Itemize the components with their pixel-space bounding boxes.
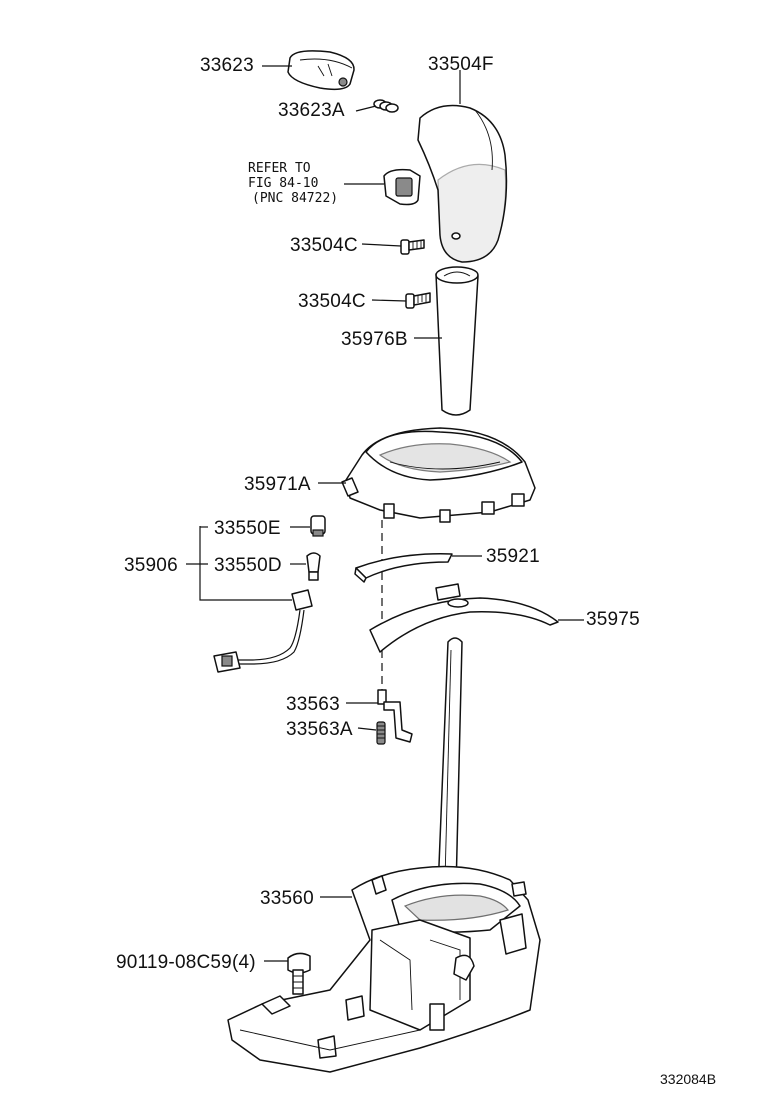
harness-group-bracket bbox=[199, 526, 292, 601]
overdrive-switch bbox=[383, 168, 421, 206]
label-33623: 33623 bbox=[200, 55, 254, 76]
label-33550d: 33550D bbox=[214, 555, 282, 576]
screw-33504c-lower bbox=[405, 292, 431, 309]
bulb-33550d bbox=[306, 552, 321, 581]
figure-number: 332084B bbox=[660, 1071, 716, 1087]
label-35906: 35906 bbox=[124, 555, 178, 576]
bolt-90119 bbox=[287, 952, 311, 995]
refer-note-line1: REFER TO bbox=[248, 161, 311, 176]
label-35921: 35921 bbox=[486, 546, 540, 567]
shift-button-33623 bbox=[287, 50, 355, 91]
label-33504c-lower: 33504C bbox=[298, 291, 366, 312]
label-35971a: 35971A bbox=[244, 474, 311, 495]
refer-note-line2: FIG 84-10 bbox=[248, 176, 318, 191]
wire-harness-35906 bbox=[213, 589, 313, 673]
label-33560: 33560 bbox=[260, 888, 314, 909]
label-33550e: 33550E bbox=[214, 518, 281, 539]
label-33504c-upper: 33504C bbox=[290, 235, 358, 256]
spring-33623a bbox=[373, 99, 399, 113]
shift-lever-cover-35976b bbox=[435, 266, 479, 416]
screw-33504c-upper bbox=[400, 239, 425, 255]
dust-cover-35975 bbox=[369, 583, 559, 653]
label-35976b: 35976B bbox=[341, 329, 408, 350]
bulb-33550e bbox=[310, 515, 326, 537]
shift-knob-33504f bbox=[417, 104, 508, 263]
label-33504f: 33504F bbox=[428, 54, 494, 75]
leader-lines bbox=[186, 65, 584, 962]
slide-plate-35921 bbox=[354, 553, 453, 583]
label-33623a: 33623A bbox=[278, 100, 345, 121]
spring-33563a bbox=[376, 721, 386, 745]
refer-note-line3: (PNC 84722) bbox=[252, 191, 338, 206]
label-35975: 35975 bbox=[586, 609, 640, 630]
label-33563: 33563 bbox=[286, 694, 340, 715]
label-33563a: 33563A bbox=[286, 719, 353, 740]
shift-lever-base-33560 bbox=[227, 865, 541, 1073]
position-indicator-housing-35971a bbox=[341, 427, 536, 523]
shift-lever-shaft bbox=[437, 637, 463, 891]
lock-pin-33563 bbox=[377, 689, 413, 743]
label-90119: 90119-08C59(4) bbox=[116, 952, 256, 973]
